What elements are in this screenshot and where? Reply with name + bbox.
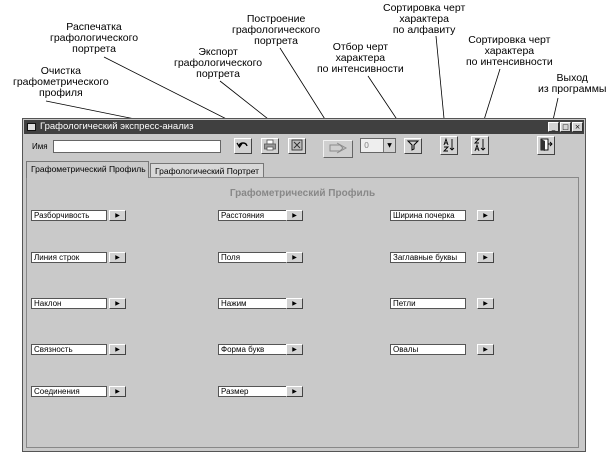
panel-title: Графометрический Профиль xyxy=(229,188,376,199)
field-pressure-button[interactable]: ▶ xyxy=(286,298,303,309)
intensity-combo-value: 0 xyxy=(364,141,370,150)
field-spacing-button[interactable]: ▶ xyxy=(286,210,303,221)
name-input[interactable] xyxy=(53,140,221,153)
field-size: Размер xyxy=(218,386,294,397)
field-margins-button[interactable]: ▶ xyxy=(286,252,303,263)
annotation-clear: Очистка графометрического профиля xyxy=(13,65,109,99)
annotation-sort-alpha: Сортировка черт характера по алфавиту xyxy=(383,2,466,36)
field-ovals-button[interactable]: ▶ xyxy=(477,344,494,355)
field-size-button[interactable]: ▶ xyxy=(286,386,303,397)
annotation-exit: Выход из программы xyxy=(538,72,607,95)
field-connections: Соединения xyxy=(31,386,107,397)
field-legibility: Разборчивость xyxy=(31,210,107,221)
undo-arrow-icon xyxy=(236,142,248,149)
intensity-combo[interactable]: 0 ▼ xyxy=(360,138,396,153)
field-line-direction-button[interactable]: ▶ xyxy=(109,252,126,263)
field-slant-button[interactable]: ▶ xyxy=(109,298,126,309)
field-connectedness-button[interactable]: ▶ xyxy=(109,344,126,355)
field-line-direction: Линия строк xyxy=(31,252,107,263)
field-ovals: Овалы xyxy=(390,344,466,355)
field-handwriting-width-button[interactable]: ▶ xyxy=(477,210,494,221)
exit-door-icon xyxy=(540,138,553,151)
field-margins: Поля xyxy=(218,252,294,263)
field-slant: Наклон xyxy=(31,298,107,309)
build-portrait-button[interactable] xyxy=(323,140,353,158)
field-loops-button[interactable]: ▶ xyxy=(477,298,494,309)
field-legibility-button[interactable]: ▶ xyxy=(109,210,126,221)
close-button[interactable]: × xyxy=(572,122,583,132)
build-portrait-icon xyxy=(329,142,348,154)
annotation-build: Построение графологического портрета xyxy=(232,13,321,47)
app-window: Графологический экспресс-анализ _ □ × Им… xyxy=(22,118,586,452)
field-capital-letters-button[interactable]: ▶ xyxy=(477,252,494,263)
tab-graphometric-profile[interactable]: Графометрический Профиль xyxy=(26,161,149,178)
field-letter-shape-button[interactable]: ▶ xyxy=(286,344,303,355)
sort-za-icon xyxy=(473,138,486,152)
sort-az-icon xyxy=(442,137,455,152)
field-spacing: Расстояния xyxy=(218,210,294,221)
export-icon xyxy=(291,139,303,151)
exit-button[interactable] xyxy=(537,136,555,155)
name-label: Имя xyxy=(32,142,48,151)
maximize-button[interactable]: □ xyxy=(560,122,571,132)
sort-intensity-button[interactable] xyxy=(471,136,489,155)
window-title: Графологический экспресс-анализ xyxy=(40,121,194,132)
app-icon xyxy=(27,123,36,131)
annotation-filter: Отбор черт характера по интенсивности xyxy=(317,41,404,75)
annotation-sort-intensity: Сортировка черт характера по интенсивнос… xyxy=(466,34,553,68)
funnel-icon xyxy=(406,140,420,151)
field-connectedness: Связность xyxy=(31,344,107,355)
filter-traits-button[interactable] xyxy=(404,138,422,154)
field-pressure: Нажим xyxy=(218,298,294,309)
tab-graphologic-portrait[interactable]: Графологический Портрет xyxy=(150,163,264,178)
field-capital-letters: Заглавные буквы xyxy=(390,252,466,263)
minimize-button[interactable]: _ xyxy=(548,122,559,132)
profile-panel: Графометрический Профиль Разборчивость ▶… xyxy=(26,177,579,448)
sort-alpha-button[interactable] xyxy=(440,136,458,155)
title-bar[interactable]: Графологический экспресс-анализ _ □ × xyxy=(24,120,584,134)
annotation-print: Распечатка графологического портрета xyxy=(50,21,139,55)
export-portrait-button[interactable] xyxy=(288,138,306,154)
annotation-export: Экспорт графологического портрета xyxy=(174,46,263,80)
chevron-down-icon[interactable]: ▼ xyxy=(383,139,395,152)
print-portrait-button[interactable] xyxy=(261,138,279,154)
field-letter-shape: Форма букв xyxy=(218,344,294,355)
field-connections-button[interactable]: ▶ xyxy=(109,386,126,397)
clear-profile-button[interactable] xyxy=(234,138,252,154)
printer-icon xyxy=(264,139,276,151)
field-loops: Петли xyxy=(390,298,466,309)
field-handwriting-width: Ширина почерка xyxy=(390,210,466,221)
